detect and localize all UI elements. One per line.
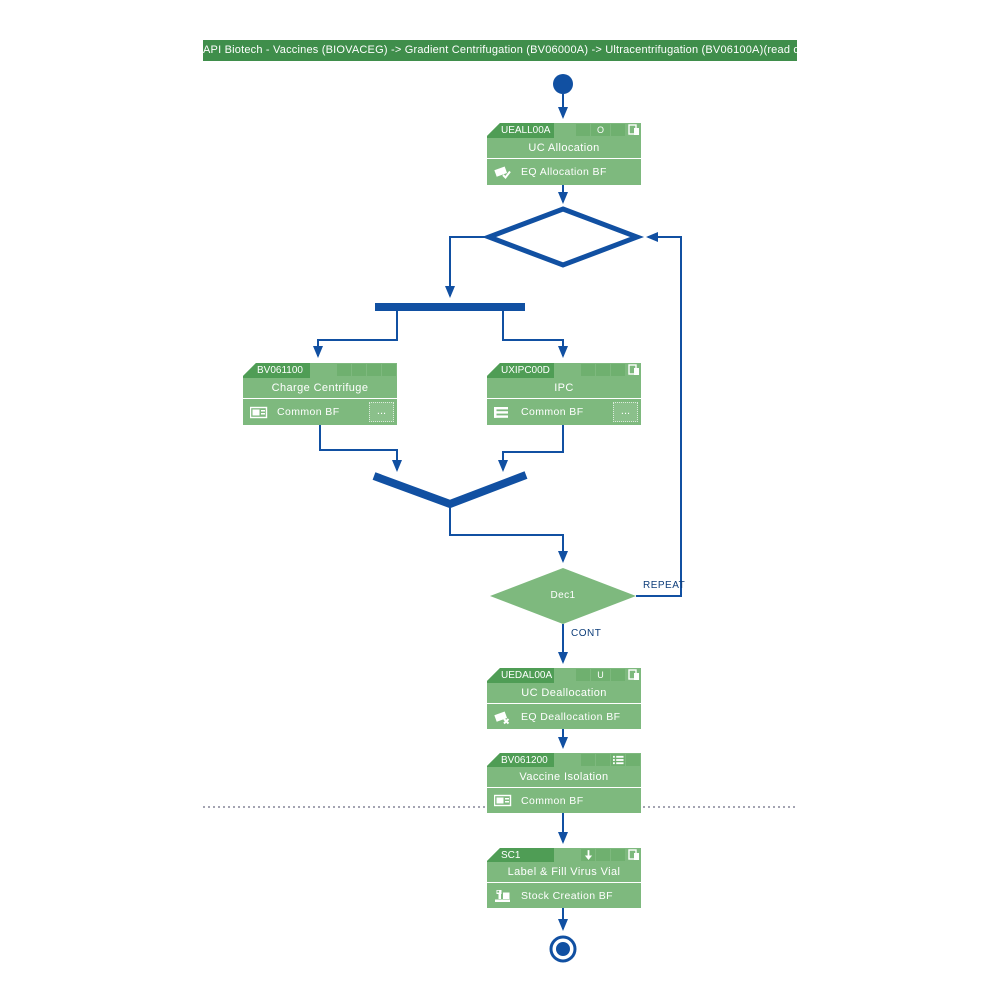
bf-label: Common BF [521,406,584,418]
node-id-label: UEDAL00A [487,668,554,683]
header-segment [352,364,366,376]
node-bf-row: Stock Creation BF [487,882,641,908]
card-icon [494,794,513,807]
node-id-label: UXIPC00D [487,363,554,378]
header-segment [596,754,610,766]
copy-icon [627,124,640,136]
header-segment [337,364,351,376]
node-bf-row: Common BF ... [243,398,397,425]
header-segment [596,364,610,376]
node-header-segments: O [575,124,640,136]
tag-check-icon [494,164,513,180]
bf-label: Stock Creation BF [521,889,613,902]
node-title: Vaccine Isolation [519,771,609,783]
node-id-label: BV061200 [487,753,554,767]
join-bar[interactable] [372,471,528,509]
node-title: Label & Fill Virus Vial [507,866,621,878]
header-segment [382,364,396,376]
header-segment [581,754,595,766]
node-id-label: BV061100 [243,363,310,378]
material-arrow-icon [581,849,595,861]
repeat-branch-label: REPEAT [643,580,686,591]
node-header-segments: U [575,669,640,681]
node-id-label: UEALL00A [487,123,554,138]
breadcrumb-title-bar: API Biotech - Vaccines (BIOVACEG) -> Gra… [203,40,818,61]
machine-icon [494,888,513,903]
cont-branch-label: CONT [571,628,602,639]
node-uc-deallocation[interactable]: UEDAL00A U UC Deallocation EQ Deallocati… [487,668,641,729]
start-node[interactable] [553,74,573,94]
header-segment [611,849,625,861]
header-segment [576,124,590,136]
node-header-segments [580,364,640,376]
fork-bar[interactable] [375,303,525,311]
node-id-label: SC1 [487,848,554,862]
connector-ipc-to-join [498,425,564,472]
node-ipc[interactable]: UXIPC00D IPC Common BF ... [487,363,641,425]
bf-label: Common BF [277,406,340,418]
copy-icon [627,849,640,861]
bf-label: Common BF [521,794,584,807]
node-title: UC Allocation [528,142,600,154]
status-badge: U [591,669,610,681]
node-header: UEALL00A O [487,123,641,138]
connector-repeat-loop [636,232,682,597]
more-button[interactable]: ... [613,402,638,422]
node-bf-row: Common BF [487,787,641,813]
node-header: UXIPC00D [487,363,641,378]
connector-chargecentrifuge-to-join [319,425,402,472]
node-vaccine-isolation[interactable]: BV061200 Vaccine Isolation Common BF [487,753,641,813]
header-segment [626,754,640,766]
node-uc-allocation[interactable]: UEALL00A O UC Allocation EQ Allocation B… [487,123,641,185]
loop-junction-diamond[interactable] [481,206,645,268]
copy-icon [627,364,640,376]
connector-fork-to-chargecentrifuge [313,311,398,358]
header-segment [576,669,590,681]
node-bf-row: EQ Allocation BF [487,158,641,185]
node-title: UC Deallocation [521,687,607,699]
decision-dec1-label: Dec1 [550,590,576,601]
status-badge: O [591,124,610,136]
header-segment [581,364,595,376]
copy-icon [627,669,640,681]
header-segment [611,669,625,681]
node-bf-row: EQ Deallocation BF [487,703,641,729]
decision-dec1-diamond[interactable] [490,568,636,624]
more-button[interactable]: ... [369,402,394,422]
node-header: SC1 [487,848,641,862]
node-header: UEDAL00A U [487,668,641,683]
card-icon [250,406,269,419]
node-charge-centrifuge[interactable]: BV061100 Charge Centrifuge Common BF ... [243,363,397,425]
node-label-fill-virus-vial[interactable]: SC1 Label & Fill Virus Vial Stock Creati… [487,848,641,908]
connector-fork-to-ipc [502,311,568,358]
connector-loopdiamond-to-fork [445,236,489,298]
node-header: BV061200 [487,753,641,767]
header-segment [611,364,625,376]
connector-join-to-dec1 [449,504,568,563]
bf-label: EQ Allocation BF [521,166,607,178]
node-title: Charge Centrifuge [271,382,369,394]
header-segment [611,124,625,136]
header-segment [596,849,610,861]
list-icon [611,754,625,766]
bf-label: EQ Deallocation BF [521,711,621,723]
node-header-segments [336,364,396,376]
header-segment [367,364,381,376]
node-bf-row: Common BF ... [487,398,641,425]
tag-x-icon [494,709,513,725]
node-header-segments [580,849,640,861]
node-header-segments [580,754,640,766]
node-header: BV061100 [243,363,397,378]
lines-icon [494,406,513,419]
end-node[interactable] [549,935,577,963]
node-title: IPC [554,382,574,394]
